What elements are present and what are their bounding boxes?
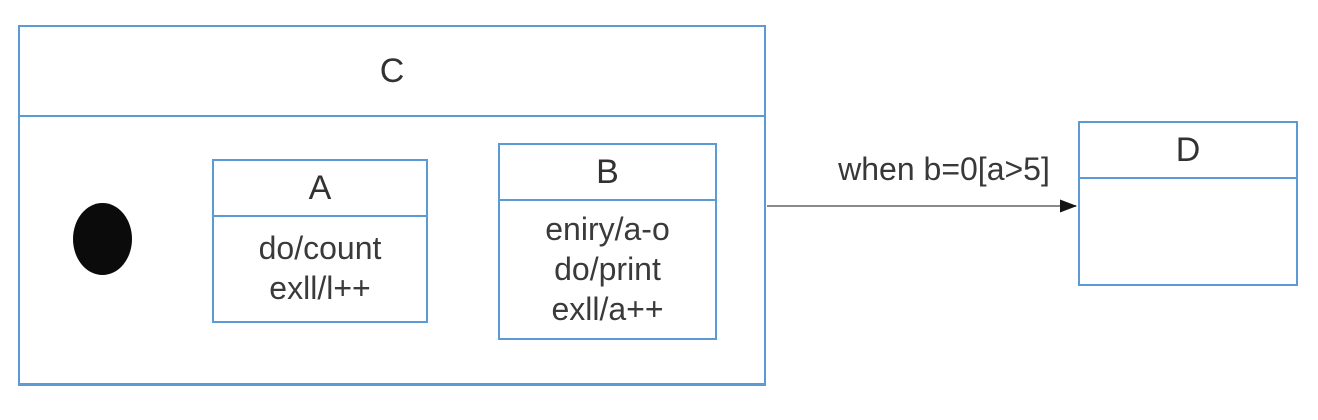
state-d-body — [1080, 179, 1296, 280]
state-b-actions: eniry/a-o do/print exll/a++ — [500, 201, 715, 336]
state-a-action-line: do/count — [258, 230, 382, 266]
state-d: D — [1078, 121, 1298, 286]
initial-state-icon — [73, 203, 132, 275]
state-b-action-line: exll/a++ — [551, 290, 664, 327]
state-b-action-line: eniry/a-o — [545, 210, 670, 247]
state-a-actions: do/count exll/l++ — [214, 217, 426, 319]
state-a-title: A — [214, 161, 426, 217]
state-b-title: B — [500, 145, 715, 201]
state-c-title: C — [20, 27, 764, 117]
state-b-action-line: do/print — [554, 250, 661, 287]
state-d-title: D — [1080, 123, 1296, 179]
state-a: A do/count exll/l++ — [212, 159, 428, 323]
state-b: B eniry/a-o do/print exll/a++ — [498, 143, 717, 340]
transition-c-to-d-label: when b=0[a>5] — [838, 151, 1050, 187]
state-a-action-line: exll/l++ — [269, 270, 371, 306]
